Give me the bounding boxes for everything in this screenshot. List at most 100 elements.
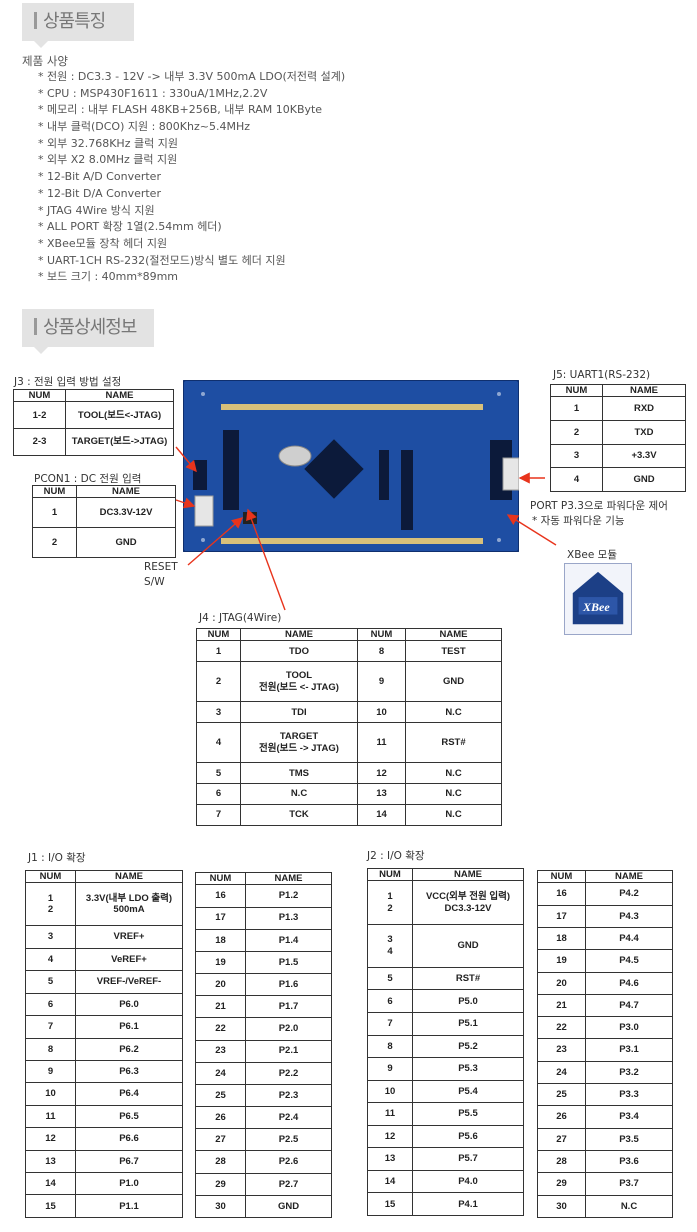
pin-number-cell: 20 (537, 971, 586, 995)
pin-name-cell: TDO (240, 640, 358, 663)
pin-name-cell: VCC(외부 전원 입력)DC3.3-12V (412, 880, 524, 925)
pin-name-cell: P2.2 (245, 1061, 332, 1085)
pin-number-cell: 12 (25, 1127, 76, 1151)
pin-number-cell: 12 (357, 762, 406, 785)
pin-name-cell: P3.2 (585, 1060, 673, 1085)
spec-item: * 메모리 : 내부 FLASH 48KB+256B, 내부 RAM 10KBy… (38, 103, 323, 117)
pin-name-cell: RST# (405, 722, 502, 764)
pin-name-cell: GND (245, 1194, 332, 1219)
j2a-header-name: NAME (412, 867, 524, 882)
pin-number-cell: 8 (357, 640, 406, 663)
pin-name-cell: P1.2 (245, 884, 332, 908)
spec-item: * JTAG 4Wire 방식 지원 (38, 203, 155, 217)
pin-name-cell: P6.1 (75, 1015, 183, 1039)
j1b-header-num: NUM (195, 871, 246, 886)
pcon1-header-num: NUM (32, 484, 77, 499)
pin-number-cell: 2-3 (13, 428, 66, 456)
pin-name-cell: 3.3V(내부 LDO 출력)500mA (75, 882, 183, 927)
dc-connector (194, 495, 214, 527)
spec-item: * 전원 : DC3.3 - 12V -> 내부 3.3V 500mA LDO(… (38, 70, 346, 83)
pin-name-cell: P6.4 (75, 1082, 183, 1106)
reset-label-line1: RESET (144, 561, 178, 573)
j4-header-name: NAME (240, 627, 358, 642)
pin-number-cell: 2 (32, 527, 77, 558)
table-row: 3+3.3V (550, 443, 686, 469)
section-title-features: 상품특징 (43, 11, 106, 32)
pin-number-cell: 2 (196, 661, 241, 703)
pcon1-label: PCON1 : DC 전원 입력 (34, 473, 142, 485)
pin-number-cell: 15 (25, 1194, 76, 1218)
pin-number-cell: 17 (537, 904, 586, 928)
pin-number-cell: 6 (25, 992, 76, 1017)
j4-header-name2: NAME (405, 627, 502, 642)
pin-name-cell: P4.3 (585, 904, 673, 928)
j2b-header-name: NAME (585, 869, 673, 884)
pin-number-cell: 4 (25, 947, 76, 972)
bottom-header-pins (221, 538, 483, 544)
pin-number-cell: 23 (195, 1039, 246, 1063)
pin-name-cell: P1.7 (245, 995, 332, 1019)
pin-name-cell: TCK (240, 804, 358, 826)
pin-name-cell: P5.7 (412, 1147, 524, 1171)
pin-name-cell: TOOL(보드<-JTAG) (65, 401, 174, 430)
pin-number-cell: 18 (195, 928, 246, 952)
pin-name-cell: GND (602, 467, 686, 492)
xbee-module-image: XBee (564, 563, 632, 635)
pin-name-cell: P5.1 (412, 1012, 524, 1036)
pin-name-cell: RXD (602, 396, 686, 422)
pin-number-cell: 1-2 (13, 401, 66, 430)
pin-name-cell: P3.6 (585, 1149, 673, 1174)
crystal (278, 445, 312, 467)
pin-number-cell: 27 (537, 1127, 586, 1151)
pin-name-cell: P5.2 (412, 1034, 524, 1059)
pin-name-cell: P3.3 (585, 1083, 673, 1107)
pin-number-cell: 2 (550, 420, 603, 445)
pin-number-cell: 24 (195, 1061, 246, 1085)
pin-name-cell: P4.2 (585, 882, 673, 906)
pin-name-cell: P2.1 (245, 1039, 332, 1063)
pin-name-cell: RST# (412, 966, 524, 991)
pin-name-cell: P1.5 (245, 950, 332, 975)
arrow-xbee (506, 514, 557, 546)
j1a-header-name: NAME (75, 869, 183, 884)
pin-number-cell: 20 (195, 973, 246, 997)
j1b-header-name: NAME (245, 871, 332, 886)
pin-number-cell: 7 (25, 1015, 76, 1039)
pin-name-cell: N.C (405, 804, 502, 826)
pin-number-cell: 9 (357, 661, 406, 703)
pin-name-cell: P4.7 (585, 993, 673, 1018)
pin-name-cell: P3.1 (585, 1038, 673, 1062)
pin-name-cell: N.C (405, 701, 502, 724)
